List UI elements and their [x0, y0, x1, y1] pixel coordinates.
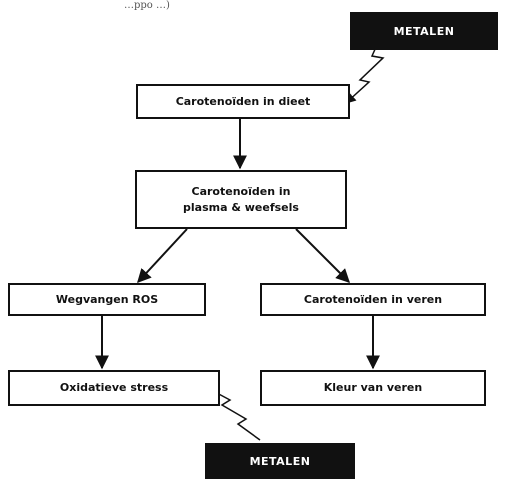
- lightning-top-icon: [345, 35, 385, 104]
- metalen-box-top: METALEN: [350, 12, 498, 50]
- arrow-plasma-to-ros: [137, 228, 188, 284]
- node-carotenoiden-plasma: Carotenoïden in plasma & weefsels: [135, 170, 347, 229]
- node-wegvangen-ros: Wegvangen ROS: [8, 283, 206, 316]
- node-oxidatieve-stress: Oxidatieve stress: [8, 370, 220, 406]
- node-plasma-line2: plasma & weefsels: [183, 200, 299, 214]
- node-carotenoiden-dieet: Carotenoïden in dieet: [136, 84, 350, 119]
- node-plasma-line1: Carotenoïden in: [191, 184, 291, 198]
- node-kleur-van-veren: Kleur van veren: [260, 370, 486, 406]
- node-carotenoiden-veren: Carotenoïden in veren: [260, 283, 486, 316]
- top-text-fragment: …ppo …): [124, 0, 170, 11]
- lightning-bottom-icon: [199, 383, 261, 441]
- metalen-box-bottom: METALEN: [205, 443, 355, 479]
- arrow-plasma-to-veren: [295, 228, 350, 283]
